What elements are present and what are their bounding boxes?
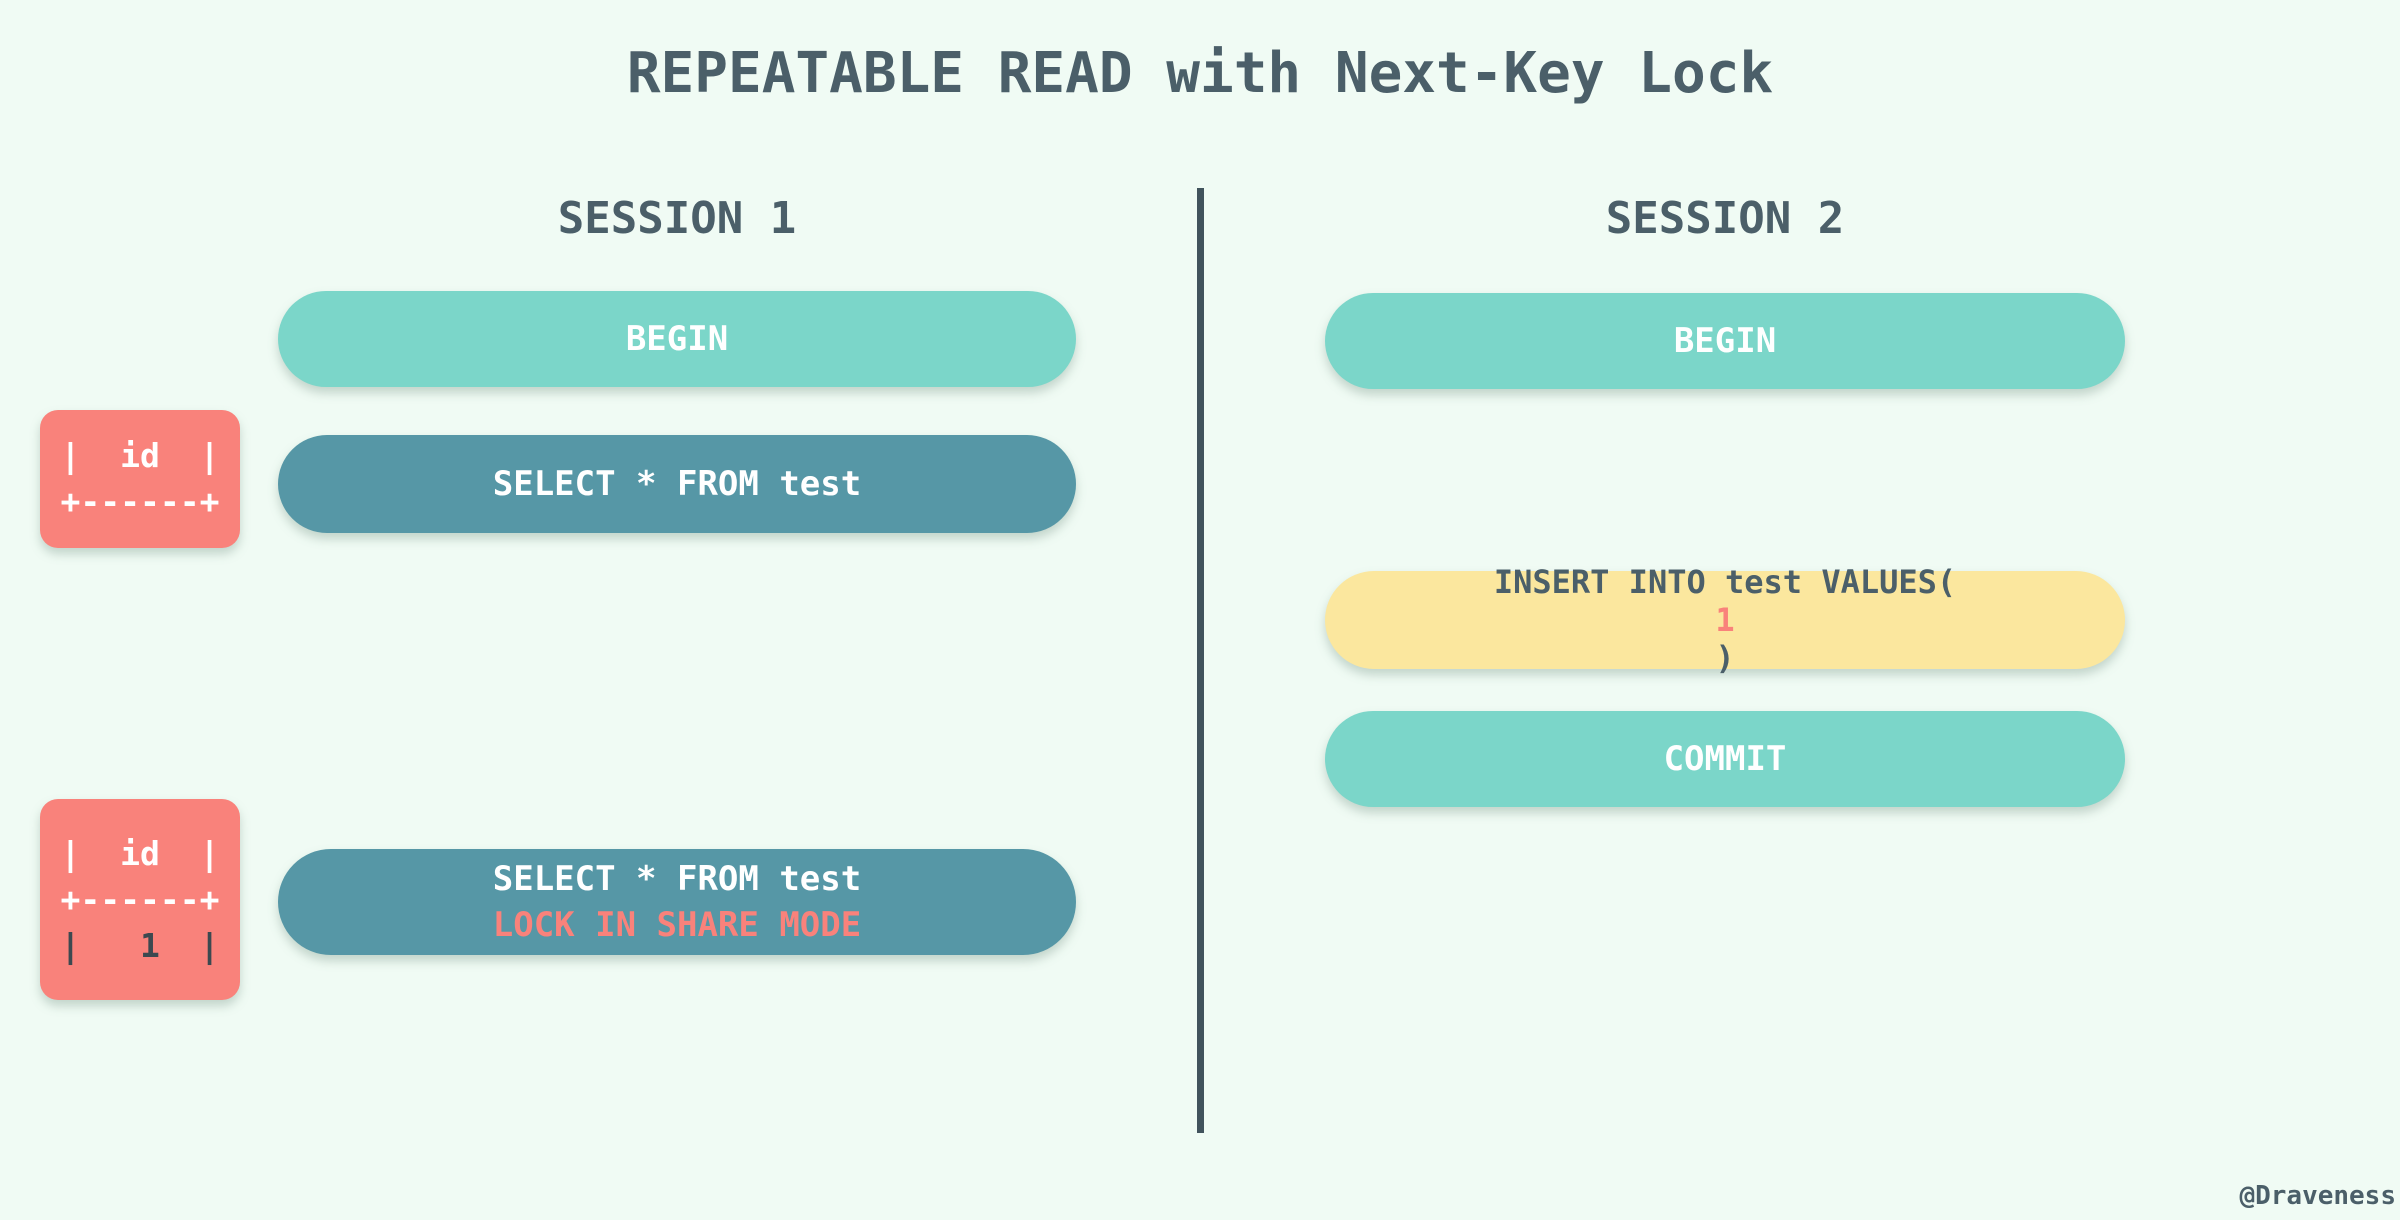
session1-select-lock-pill: SELECT * FROM test LOCK IN SHARE MODE — [278, 849, 1076, 955]
session2-commit-pill: COMMIT — [1325, 711, 2125, 807]
table1-divider-row: +------+ — [60, 482, 220, 521]
session2-begin-pill: BEGIN — [1325, 293, 2125, 389]
table1-header-row: | id | — [60, 436, 220, 475]
select-lock-line1: SELECT * FROM test — [492, 859, 862, 899]
session1-result-table-1: | id | +------+ — [40, 410, 240, 548]
table2-header-row: | id | — [60, 833, 220, 873]
insert-statement-suffix: ) — [1715, 639, 1735, 677]
session1-begin-pill: BEGIN — [278, 291, 1076, 387]
session1-header: SESSION 1 — [557, 193, 797, 244]
session2-insert-pill: INSERT INTO test VALUES(1) — [1325, 563, 2125, 677]
select-lock-line2: LOCK IN SHARE MODE — [492, 905, 862, 945]
insert-statement-prefix: INSERT INTO test VALUES( — [1493, 563, 1957, 601]
session1-result-table-2: | id | +------+ | 1 | — [40, 799, 240, 1000]
session2-header: SESSION 2 — [1605, 193, 1845, 244]
session-divider-line — [1197, 188, 1204, 1133]
session1-select-pill: SELECT * FROM test — [278, 435, 1076, 533]
table2-value-row: | 1 | — [60, 925, 220, 965]
author-watermark: @Draveness — [2239, 1181, 2396, 1211]
table2-divider-row: +------+ — [60, 879, 220, 919]
page-title: REPEATABLE READ with Next-Key Lock — [626, 41, 1774, 106]
insert-statement-value: 1 — [1715, 601, 1735, 639]
